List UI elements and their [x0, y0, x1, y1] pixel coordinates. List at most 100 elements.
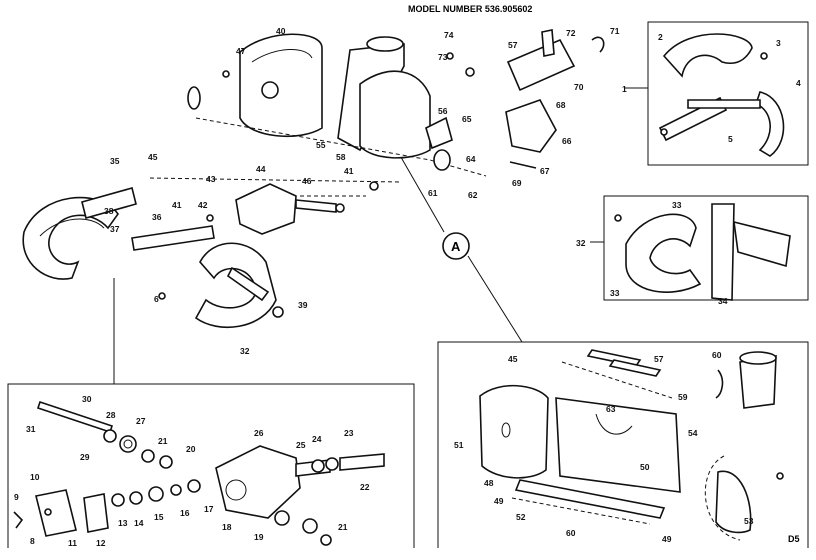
gear-27	[119, 435, 137, 453]
bushing-17	[187, 479, 201, 493]
bearing-13	[111, 493, 125, 507]
label-part-61: 61	[428, 188, 438, 198]
shaft-22	[339, 453, 385, 471]
cover-plate-11	[35, 489, 77, 537]
bolt-39	[776, 472, 784, 480]
label-part-21: 21	[158, 436, 168, 446]
label-part-49: 49	[494, 496, 504, 506]
pin-67	[509, 161, 537, 169]
label-part-15: 15	[154, 512, 164, 522]
auger-bar-34	[711, 203, 735, 301]
label-part-25: 25	[296, 440, 306, 450]
clip-8	[13, 511, 24, 529]
gearbox-center	[235, 183, 297, 235]
gearbox-housing	[215, 445, 301, 519]
label-part-64: 64	[466, 154, 476, 164]
label-part-30: 30	[82, 394, 92, 404]
bracket-56	[425, 116, 453, 150]
chute-deflector	[506, 38, 576, 92]
label-part-33: 33	[672, 200, 682, 210]
label-part-19: 19	[254, 532, 264, 542]
label-part-59: 59	[678, 392, 688, 402]
label-part-20: 20	[186, 444, 196, 454]
label-part-41: 41	[172, 200, 182, 210]
label-part-9: 9	[14, 492, 19, 502]
nut-39	[272, 306, 284, 318]
auger-spiral-left-box	[625, 213, 702, 293]
bolt-3-right	[760, 52, 768, 60]
detail-box-gearbox	[7, 383, 415, 548]
label-part-39: 39	[298, 300, 308, 310]
deflector-plate-66	[505, 99, 557, 153]
label-part-63: 63	[606, 404, 616, 414]
detail-box-auger-right	[647, 21, 809, 166]
label-part-71: 71	[610, 26, 620, 36]
auger-rib-rear	[251, 48, 313, 63]
clip-71	[591, 36, 605, 53]
washer-21-bottom	[320, 534, 332, 546]
label-part-6: 6	[154, 294, 159, 304]
label-part-51: 51	[454, 440, 464, 450]
label-part-62: 62	[468, 190, 478, 200]
housing-panel-center	[555, 397, 681, 493]
auger-front-spiral	[194, 242, 277, 329]
leader-callout-a-top	[397, 151, 445, 233]
label-part-22: 22	[360, 482, 370, 492]
seal-24	[325, 457, 339, 471]
auger-spiral-lower-right	[754, 91, 785, 157]
bearing-21-top	[141, 449, 155, 463]
bushing-28	[103, 429, 117, 443]
label-part-21-bottom: 21	[338, 522, 348, 532]
label-part-46: 46	[302, 176, 312, 186]
label-part-28: 28	[106, 410, 116, 420]
auger-hub-rear	[261, 81, 279, 99]
label-part-65: 65	[462, 114, 472, 124]
label-part-38: 38	[104, 206, 114, 216]
bolt-36	[222, 70, 230, 78]
label-part-2: 2	[658, 32, 663, 42]
label-part-34: 34	[718, 296, 728, 306]
label-part-58: 58	[336, 152, 346, 162]
ring-20	[159, 455, 173, 469]
label-part-41-center: 41	[344, 166, 354, 176]
chute-top-ring	[366, 36, 404, 52]
bolt-42	[206, 214, 214, 222]
gear-27-hub	[123, 439, 133, 449]
label-part-27: 27	[136, 416, 146, 426]
label-part-57: 57	[508, 40, 518, 50]
guide-58	[561, 361, 673, 399]
label-part-13: 13	[118, 518, 128, 528]
ring-16	[170, 484, 182, 496]
leader-callout-a-bottom	[467, 255, 523, 343]
auger-shaft-37	[131, 225, 215, 251]
label-part-74: 74	[444, 30, 454, 40]
detail-box-housing	[437, 341, 809, 548]
gasket-12	[83, 493, 109, 533]
label-part-53: 53	[744, 516, 754, 526]
gearbox-port	[225, 479, 247, 501]
gear-19	[274, 510, 290, 526]
label-part-32-box: 32	[576, 238, 586, 248]
label-part-52: 52	[516, 512, 526, 522]
label-part-4: 4	[796, 78, 801, 88]
auger-bracket-3	[733, 220, 791, 268]
auger-paddle-38	[81, 187, 137, 219]
callout-a-circle	[442, 232, 470, 260]
gear-15	[148, 486, 164, 502]
label-part-50: 50	[640, 462, 650, 472]
label-part-37: 37	[110, 224, 120, 234]
scraper-guide-53	[704, 455, 741, 541]
bearing-41	[369, 181, 379, 191]
label-part-60: 60	[566, 528, 576, 538]
label-part-35: 35	[110, 156, 120, 166]
knob-73	[465, 67, 475, 77]
label-part-48: 48	[484, 478, 494, 488]
auger-housing-main	[359, 70, 431, 159]
guide-60	[511, 497, 651, 525]
label-part-67: 67	[540, 166, 550, 176]
footer-code: D5	[788, 534, 800, 544]
plug-10	[44, 508, 52, 516]
label-part-5: 5	[728, 134, 733, 144]
housing-port-left	[501, 422, 511, 438]
label-part-69: 69	[512, 178, 522, 188]
